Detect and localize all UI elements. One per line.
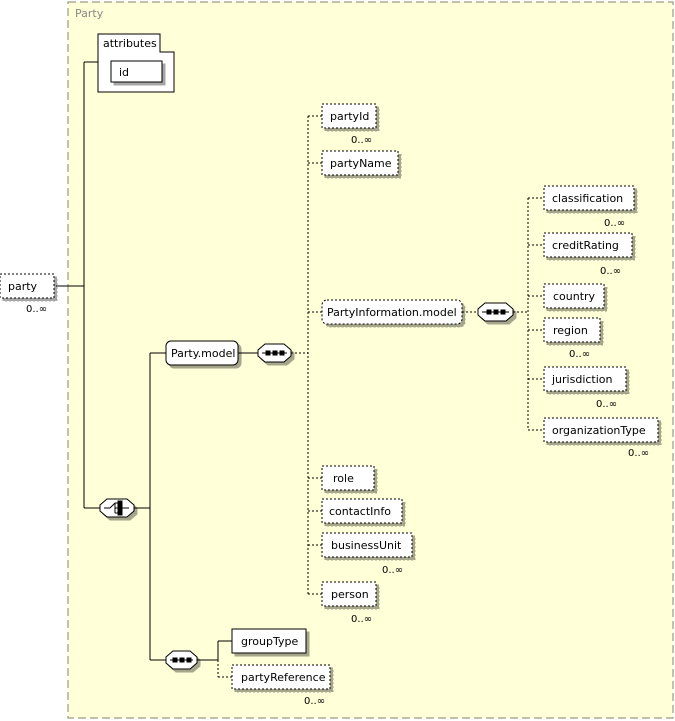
sequence-icon bbox=[482, 309, 509, 315]
element-jurisdiction[interactable]: jurisdiction 0..∞ bbox=[543, 366, 627, 410]
element-label: region bbox=[553, 324, 588, 337]
group-label-party-information-model: PartyInformation.model bbox=[327, 306, 457, 319]
element-creditRating[interactable]: creditRating 0..∞ bbox=[543, 232, 633, 277]
element-box-party[interactable] bbox=[0, 273, 55, 299]
element-label: country bbox=[553, 290, 596, 303]
sequence-compositor-2[interactable] bbox=[477, 302, 514, 322]
sequence-compositor-1[interactable] bbox=[257, 343, 292, 363]
sequence-compositor-3[interactable] bbox=[165, 650, 198, 670]
choice-icon bbox=[104, 500, 129, 516]
element-role[interactable]: role bbox=[321, 465, 375, 491]
element-person[interactable]: person 0..∞ bbox=[321, 581, 377, 625]
cardinality: 0..∞ bbox=[604, 218, 625, 229]
party-information-model-group[interactable]: PartyInformation.model bbox=[321, 299, 463, 325]
cardinality: 0..∞ bbox=[600, 266, 621, 277]
element-label: partyName bbox=[330, 157, 392, 170]
attributes-title: attributes bbox=[103, 37, 157, 50]
attributes-box[interactable]: attributes id bbox=[97, 33, 175, 93]
group-box-party-information-model[interactable] bbox=[321, 299, 463, 325]
element-label: organizationType bbox=[552, 424, 646, 437]
element-partyId[interactable]: partyId 0..∞ bbox=[321, 103, 377, 146]
element-region[interactable]: region 0..∞ bbox=[543, 317, 601, 360]
dashed-connectors bbox=[217, 115, 544, 678]
cardinality: 0..∞ bbox=[569, 349, 590, 360]
solid-connectors bbox=[56, 61, 258, 661]
element-partyName[interactable]: partyName bbox=[321, 150, 399, 176]
cardinality: 0..∞ bbox=[304, 696, 325, 707]
frame-title: Party bbox=[75, 7, 104, 20]
party-model-group[interactable]: Party.model bbox=[165, 340, 239, 366]
cardinality-party: 0..∞ bbox=[26, 304, 47, 315]
element-label: contactInfo bbox=[329, 505, 391, 518]
sequence-icon bbox=[262, 350, 287, 356]
element-groupType[interactable]: groupType bbox=[231, 628, 307, 654]
element-label: partyReference bbox=[241, 671, 326, 684]
cardinality: 0..∞ bbox=[596, 399, 617, 410]
element-businessUnit[interactable]: businessUnit 0..∞ bbox=[321, 532, 413, 576]
element-classification[interactable]: classification 0..∞ bbox=[543, 185, 635, 229]
element-label-party: party bbox=[8, 280, 38, 293]
element-contactInfo[interactable]: contactInfo bbox=[321, 498, 403, 524]
choice-compositor[interactable] bbox=[99, 498, 135, 518]
cardinality: 0..∞ bbox=[382, 565, 403, 576]
element-label: role bbox=[333, 472, 354, 485]
root-element-party[interactable]: party 0..∞ bbox=[0, 273, 55, 315]
group-label-party-model: Party.model bbox=[171, 347, 235, 360]
cardinality: 0..∞ bbox=[628, 448, 649, 459]
group-box-party-model[interactable] bbox=[165, 340, 239, 366]
element-label: businessUnit bbox=[331, 539, 402, 552]
element-label: person bbox=[331, 588, 369, 601]
element-label: partyId bbox=[330, 110, 369, 123]
element-partyReference[interactable]: partyReference 0..∞ bbox=[231, 664, 331, 707]
cardinality: 0..∞ bbox=[351, 135, 372, 146]
attribute-id-label: id bbox=[119, 66, 129, 79]
cardinality: 0..∞ bbox=[351, 614, 372, 625]
element-label: classification bbox=[552, 192, 623, 205]
element-country[interactable]: country bbox=[543, 283, 605, 309]
sequence-icon bbox=[170, 657, 193, 663]
element-label: creditRating bbox=[552, 239, 619, 252]
element-label: groupType bbox=[241, 635, 298, 648]
attribute-id-box[interactable] bbox=[110, 60, 163, 83]
element-organizationType[interactable]: organizationType 0..∞ bbox=[543, 417, 659, 459]
element-label: jurisdiction bbox=[551, 373, 613, 386]
